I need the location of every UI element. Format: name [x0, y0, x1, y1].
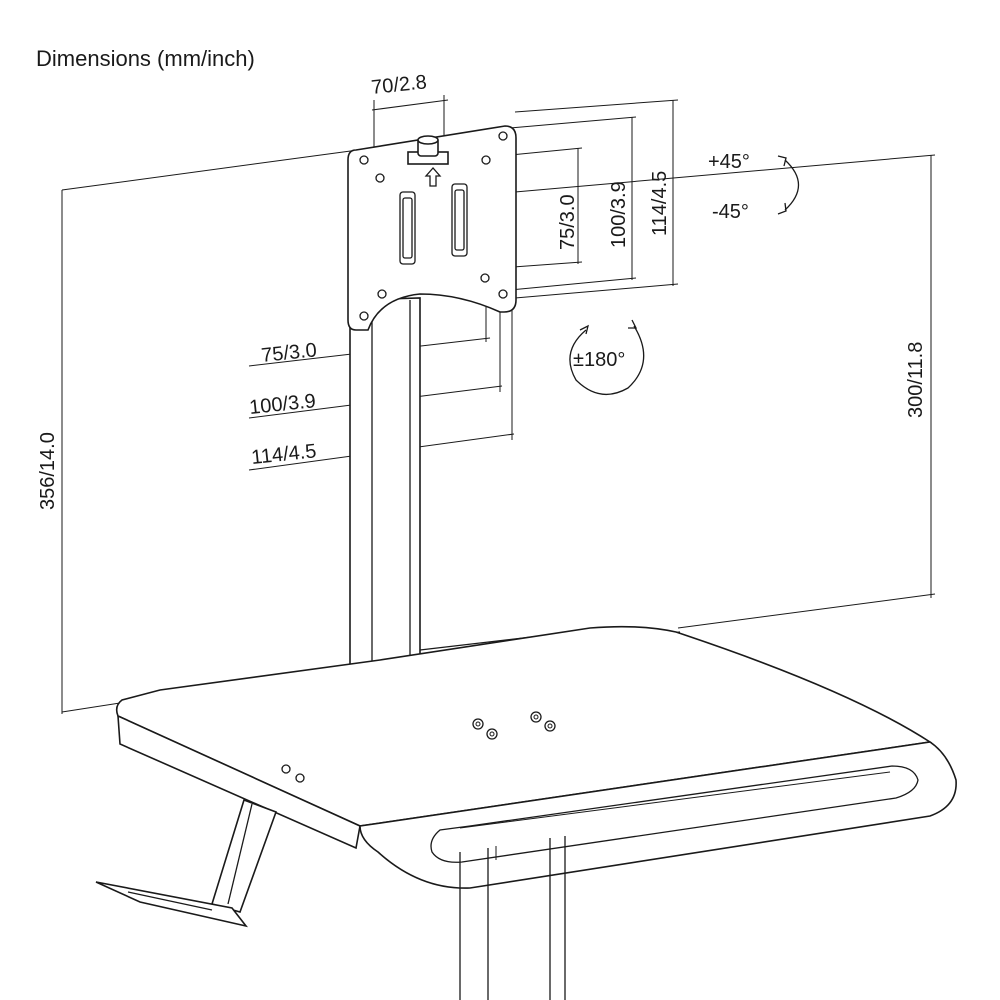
tilt-down-label: -45°: [712, 201, 749, 223]
pole-height-label: 300/11.8: [905, 342, 927, 418]
diagram-title: Dimensions (mm/inch): [36, 46, 255, 71]
total-height-label: 356/14.0: [37, 432, 59, 510]
mount-width-label: 70/2.8: [370, 71, 428, 99]
lower-supports: [95, 798, 566, 1000]
vesa-vertical-75-label: 75/3.0: [557, 194, 579, 250]
pole: [349, 297, 421, 677]
tilt-up-label: +45°: [708, 151, 750, 173]
vesa-horizontal-75-label: 75/3.0: [260, 339, 318, 367]
total-height-dimension: 356/14.0: [37, 149, 359, 714]
swivel-label: ±180°: [573, 349, 625, 371]
base-tray: [115, 625, 957, 889]
vesa-mount-plate: [347, 125, 517, 331]
pole-height-dimension: 300/11.8: [514, 154, 936, 629]
swivel-indicator: ±180°: [569, 319, 645, 396]
tilt-indicator: +45° -45°: [708, 151, 799, 223]
up-arrow-icon: [424, 167, 442, 187]
vesa-vertical-dimensions: 75/3.0 100/3.9 114/4.5: [499, 99, 679, 299]
vesa-vertical-114-label: 114/4.5: [649, 171, 671, 236]
vesa-horizontal-114-label: 114/4.5: [250, 440, 317, 469]
tension-knob-icon: [407, 135, 449, 165]
vesa-vertical-100-label: 100/3.9: [608, 181, 630, 248]
vesa-horizontal-100-label: 100/3.9: [248, 390, 317, 419]
